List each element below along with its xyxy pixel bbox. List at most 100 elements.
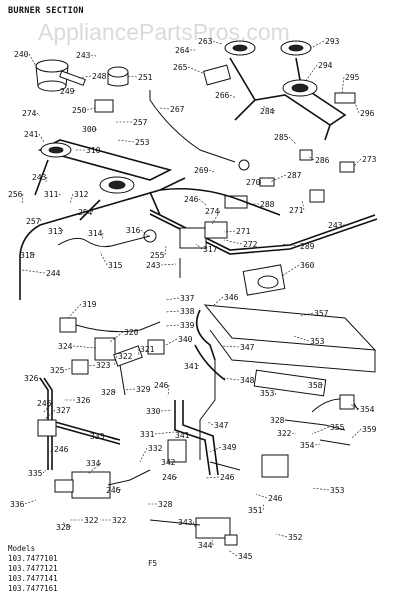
leader-line-343 [192, 521, 197, 529]
callout-label-322: 322 [277, 429, 292, 438]
callout-label-287: 287 [287, 171, 302, 180]
callout-label-243: 243 [328, 221, 343, 230]
leader-line-274 [211, 210, 221, 225]
leader-line-313 [57, 225, 64, 232]
callout-label-310: 310 [86, 146, 101, 155]
leader-line-359 [351, 428, 362, 439]
callout-label-312: 312 [74, 190, 89, 199]
callout-label-331: 331 [140, 430, 155, 439]
callout-label-323: 323 [96, 361, 111, 370]
callout-label-289: 289 [300, 242, 315, 251]
burner-valve-small-parts [59, 64, 355, 209]
callout-label-328: 328 [56, 523, 71, 532]
leader-line-270 [257, 181, 262, 185]
leader-line-354 [314, 443, 321, 446]
callout-label-284: 284 [260, 107, 275, 116]
callout-label-253: 253 [135, 138, 150, 147]
callout-label-317: 317 [203, 245, 218, 254]
leader-line-246 [255, 493, 268, 499]
callout-label-243: 243 [32, 173, 47, 182]
leader-line-311 [58, 193, 63, 197]
leader-line-296 [354, 102, 360, 114]
callout-label-250: 250 [72, 106, 87, 115]
callout-label-249: 249 [60, 87, 75, 96]
section-title: BURNER SECTION [8, 6, 84, 16]
leader-line-243 [90, 54, 97, 57]
leader-line-294 [304, 64, 318, 83]
callout-label-353: 353 [260, 389, 275, 398]
model-number-3: 103.7477141 [8, 574, 58, 583]
leader-line-340 [163, 338, 178, 347]
right-burner-assembly [224, 40, 356, 141]
leader-line-324 [72, 345, 97, 349]
leader-line-295 [341, 76, 345, 94]
model-number-1: 103.7477101 [8, 554, 58, 563]
callout-label-319: 319 [82, 300, 97, 309]
leader-line-255 [164, 245, 167, 256]
leader-line-287 [269, 174, 287, 183]
callout-label-313: 313 [48, 227, 63, 236]
callout-label-333: 333 [90, 432, 105, 441]
leader-line-246 [49, 448, 54, 453]
leader-line-334 [87, 462, 102, 475]
callout-label-328: 328 [158, 500, 173, 509]
callout-label-246: 246 [220, 473, 235, 482]
callout-label-335: 335 [28, 469, 43, 478]
leader-line-289 [281, 243, 300, 247]
callout-label-295: 295 [345, 73, 360, 82]
callout-label-351: 351 [248, 506, 263, 515]
callout-label-328: 328 [101, 388, 116, 397]
leader-line-243 [45, 176, 48, 183]
leader-line-338 [165, 310, 180, 313]
leader-line-246 [167, 384, 170, 397]
callout-label-274: 274 [205, 207, 220, 216]
callout-label-326: 326 [76, 396, 91, 405]
callout-label-246: 246 [162, 473, 177, 482]
leader-line-341 [195, 363, 200, 367]
leader-line-329 [123, 388, 136, 391]
leader-line-358 [319, 383, 324, 386]
callout-label-240: 240 [14, 50, 29, 59]
callout-label-288: 288 [260, 200, 275, 209]
callout-label-347: 347 [214, 421, 229, 430]
callout-label-340: 340 [178, 335, 193, 344]
leader-line-286 [307, 155, 315, 161]
leader-line-244 [21, 269, 46, 274]
callout-label-256: 256 [8, 190, 23, 199]
leader-line-330 [160, 409, 173, 412]
leader-line-339 [165, 324, 180, 327]
callout-label-347: 347 [240, 343, 255, 352]
callout-label-353: 353 [330, 486, 345, 495]
leader-line-354 [349, 403, 360, 410]
callout-label-336: 336 [10, 500, 25, 509]
leader-line-265 [187, 66, 206, 75]
leader-line-336 [24, 499, 37, 505]
leader-line-315 [99, 251, 108, 266]
callout-label-243: 243 [76, 51, 91, 60]
callout-label-328: 328 [270, 416, 285, 425]
callout-label-329: 329 [136, 385, 151, 394]
leader-line-257 [39, 217, 42, 222]
leader-line-322 [113, 355, 118, 367]
leader-line-331 [154, 431, 175, 435]
valve-group-middle [57, 221, 286, 296]
leader-line-353 [293, 335, 310, 342]
leader-line-285 [288, 136, 297, 145]
callout-label-265: 265 [173, 63, 188, 72]
leader-line-284 [261, 105, 276, 112]
callout-label-320: 320 [124, 328, 139, 337]
oven-burner-assembly [167, 304, 377, 478]
leader-line-325 [64, 367, 73, 371]
leader-line-347 [221, 345, 240, 348]
leader-line-357 [299, 312, 314, 317]
callout-label-321: 321 [140, 345, 155, 354]
leader-line-345 [227, 549, 238, 557]
callout-label-274: 274 [22, 109, 37, 118]
leader-line-317 [195, 243, 203, 250]
leader-line-352 [275, 533, 288, 538]
leader-line-266 [229, 94, 237, 99]
callout-label-246: 246 [37, 399, 52, 408]
leader-line-241 [38, 133, 45, 143]
